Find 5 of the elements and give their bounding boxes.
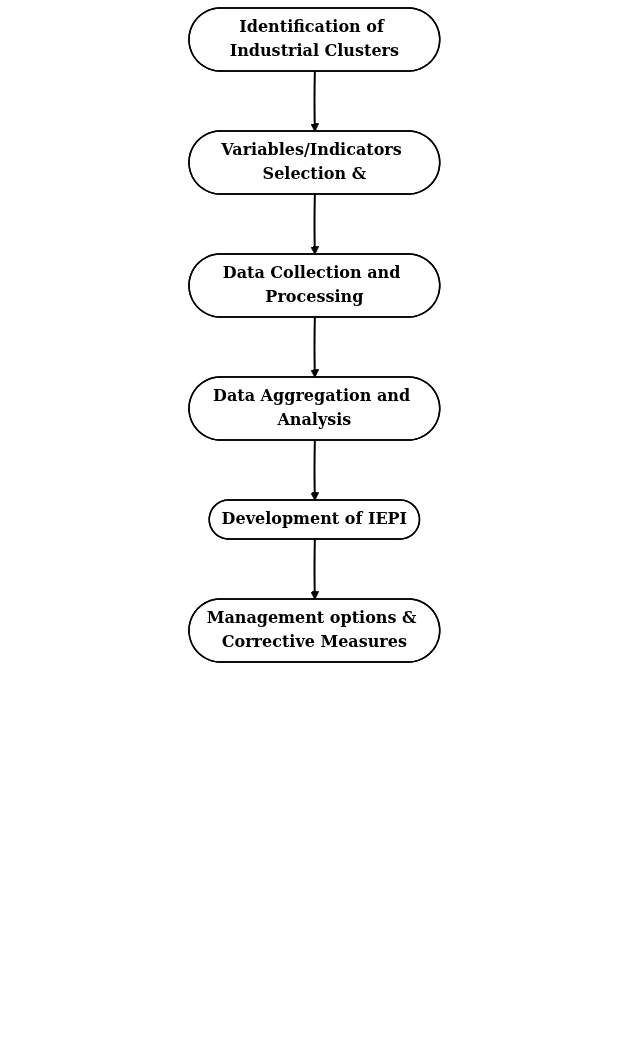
arrow [309, 439, 319, 501]
arrow [309, 70, 319, 132]
arrow [309, 316, 319, 378]
arrow [309, 538, 319, 600]
arrow [309, 193, 319, 255]
